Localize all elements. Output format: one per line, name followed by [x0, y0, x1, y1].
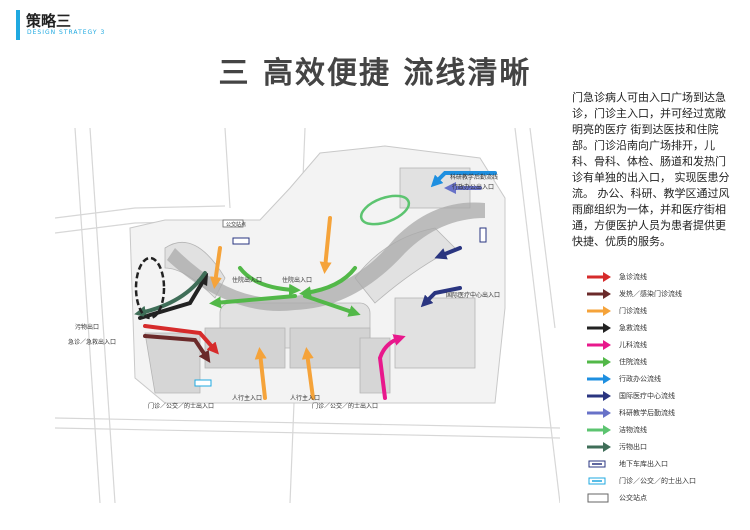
legend-item: 发热／感染门诊流线 — [585, 285, 735, 302]
legend-symbol-icon — [587, 288, 611, 299]
inpatient-flow-4 — [303, 294, 361, 317]
legend: 急诊流线发热／感染门诊流线门诊流线急救流线儿科流线住院流线行政办公流线国际医疗中… — [585, 268, 735, 506]
legend-item: 门诊流线 — [585, 302, 735, 319]
outpatient-flow-4 — [301, 347, 315, 400]
legend-label: 住院流线 — [619, 357, 647, 366]
header-accent-bar — [16, 10, 20, 40]
legend-label: 急诊流线 — [619, 272, 647, 281]
inpatient-flow-3 — [209, 294, 297, 309]
legend-symbol-icon — [587, 407, 611, 418]
fever-flow — [143, 334, 211, 363]
label-taxi-1: 门诊／公交／的士出入口 — [148, 403, 215, 410]
legend-item: 急救流线 — [585, 319, 735, 336]
label-taxi-2: 门诊／公交／的士出入口 — [312, 403, 379, 410]
legend-item: 儿科流线 — [585, 336, 735, 353]
legend-label: 国际医疗中心流线 — [619, 391, 675, 400]
legend-item: 行政办公流线 — [585, 370, 735, 387]
label-ped-entrance-1: 人行主入口 — [232, 395, 263, 402]
legend-symbol-icon — [587, 373, 611, 384]
legend-symbol-icon — [587, 424, 611, 435]
inpatient-flow-2 — [299, 266, 357, 299]
legend-symbol-icon — [588, 460, 606, 467]
legend-symbol-icon — [587, 493, 609, 502]
legend-label: 急救流线 — [619, 323, 647, 332]
label-emergency-entrance: 急诊／急救出入口 — [68, 339, 117, 346]
legend-symbol-icon — [587, 305, 611, 316]
legend-item: 住院流线 — [585, 353, 735, 370]
legend-label: 门诊流线 — [619, 306, 647, 315]
outpatient-flow-2 — [319, 216, 332, 274]
legend-label: 公交站点 — [619, 493, 647, 502]
label-research: 科研教学后勤流线 — [450, 174, 499, 181]
label-ped-entrance-2: 人行主入口 — [290, 395, 321, 402]
ambulance-flow — [138, 272, 209, 320]
section-title: 策略三 — [26, 12, 72, 30]
label-dirty-exit: 污物出口 — [75, 324, 100, 331]
legend-item: 急诊流线 — [585, 268, 735, 285]
legend-label: 儿科流线 — [619, 340, 647, 349]
entry-marks — [194, 227, 487, 387]
site-plan — [55, 128, 560, 503]
label-inpatient-1: 住院出入口 — [232, 277, 263, 284]
international-flow-2 — [434, 246, 462, 260]
medical-street — [167, 202, 485, 311]
dirty-flow — [134, 271, 207, 318]
legend-symbol-icon — [587, 322, 611, 333]
label-international: 国际医疗中心出入口 — [446, 292, 501, 299]
legend-symbol-icon — [587, 271, 611, 282]
legend-item: 科研教学后勤流线 — [585, 404, 735, 421]
emergency-flow — [143, 324, 219, 355]
page-title: 三 高效便捷 流线清晰 — [218, 56, 532, 91]
legend-item: 门诊／公交／的士出入口 — [585, 472, 735, 489]
admin-flow — [430, 171, 497, 188]
legend-item: 洁物流线 — [585, 421, 735, 438]
legend-item: 公交站点 — [585, 489, 735, 506]
label-bus-stop: 公交站点 — [226, 222, 247, 228]
legend-label: 发热／感染门诊流线 — [619, 289, 682, 298]
clean-loop — [359, 194, 411, 226]
legend-label: 地下车库出入口 — [619, 459, 668, 468]
legend-item: 国际医疗中心流线 — [585, 387, 735, 404]
section-subtitle: DESIGN STRATEGY 3 — [27, 29, 106, 36]
legend-label: 洁物流线 — [619, 425, 647, 434]
label-admin: 行政办公出入口 — [452, 184, 495, 191]
description-text: 门急诊病人可由入口广场到达急诊，门诊主入口，并可经过宽敞明亮的医疗 街到达医技和… — [572, 91, 730, 248]
road-network — [55, 128, 560, 503]
legend-label: 污物出口 — [619, 442, 647, 451]
legend-symbol-icon — [587, 390, 611, 401]
inpatient-flow-1 — [238, 266, 301, 296]
label-inpatient-2: 住院出入口 — [282, 277, 313, 284]
ambulance-loop — [134, 256, 166, 320]
outpatient-flow-3 — [254, 347, 267, 400]
legend-item: 地下车库出入口 — [585, 455, 735, 472]
legend-symbol-icon — [588, 477, 606, 484]
international-flow — [420, 286, 462, 308]
legend-label: 门诊／公交／的士出入口 — [619, 476, 696, 485]
legend-label: 科研教学后勤流线 — [619, 408, 675, 417]
legend-item: 污物出口 — [585, 438, 735, 455]
legend-symbol-icon — [587, 441, 611, 452]
legend-symbol-icon — [587, 339, 611, 350]
legend-symbol-icon — [587, 356, 611, 367]
bus-stop-mark — [222, 219, 244, 228]
legend-label: 行政办公流线 — [619, 374, 661, 383]
pediatric-flow — [377, 334, 406, 400]
outpatient-flow-1 — [209, 246, 222, 289]
